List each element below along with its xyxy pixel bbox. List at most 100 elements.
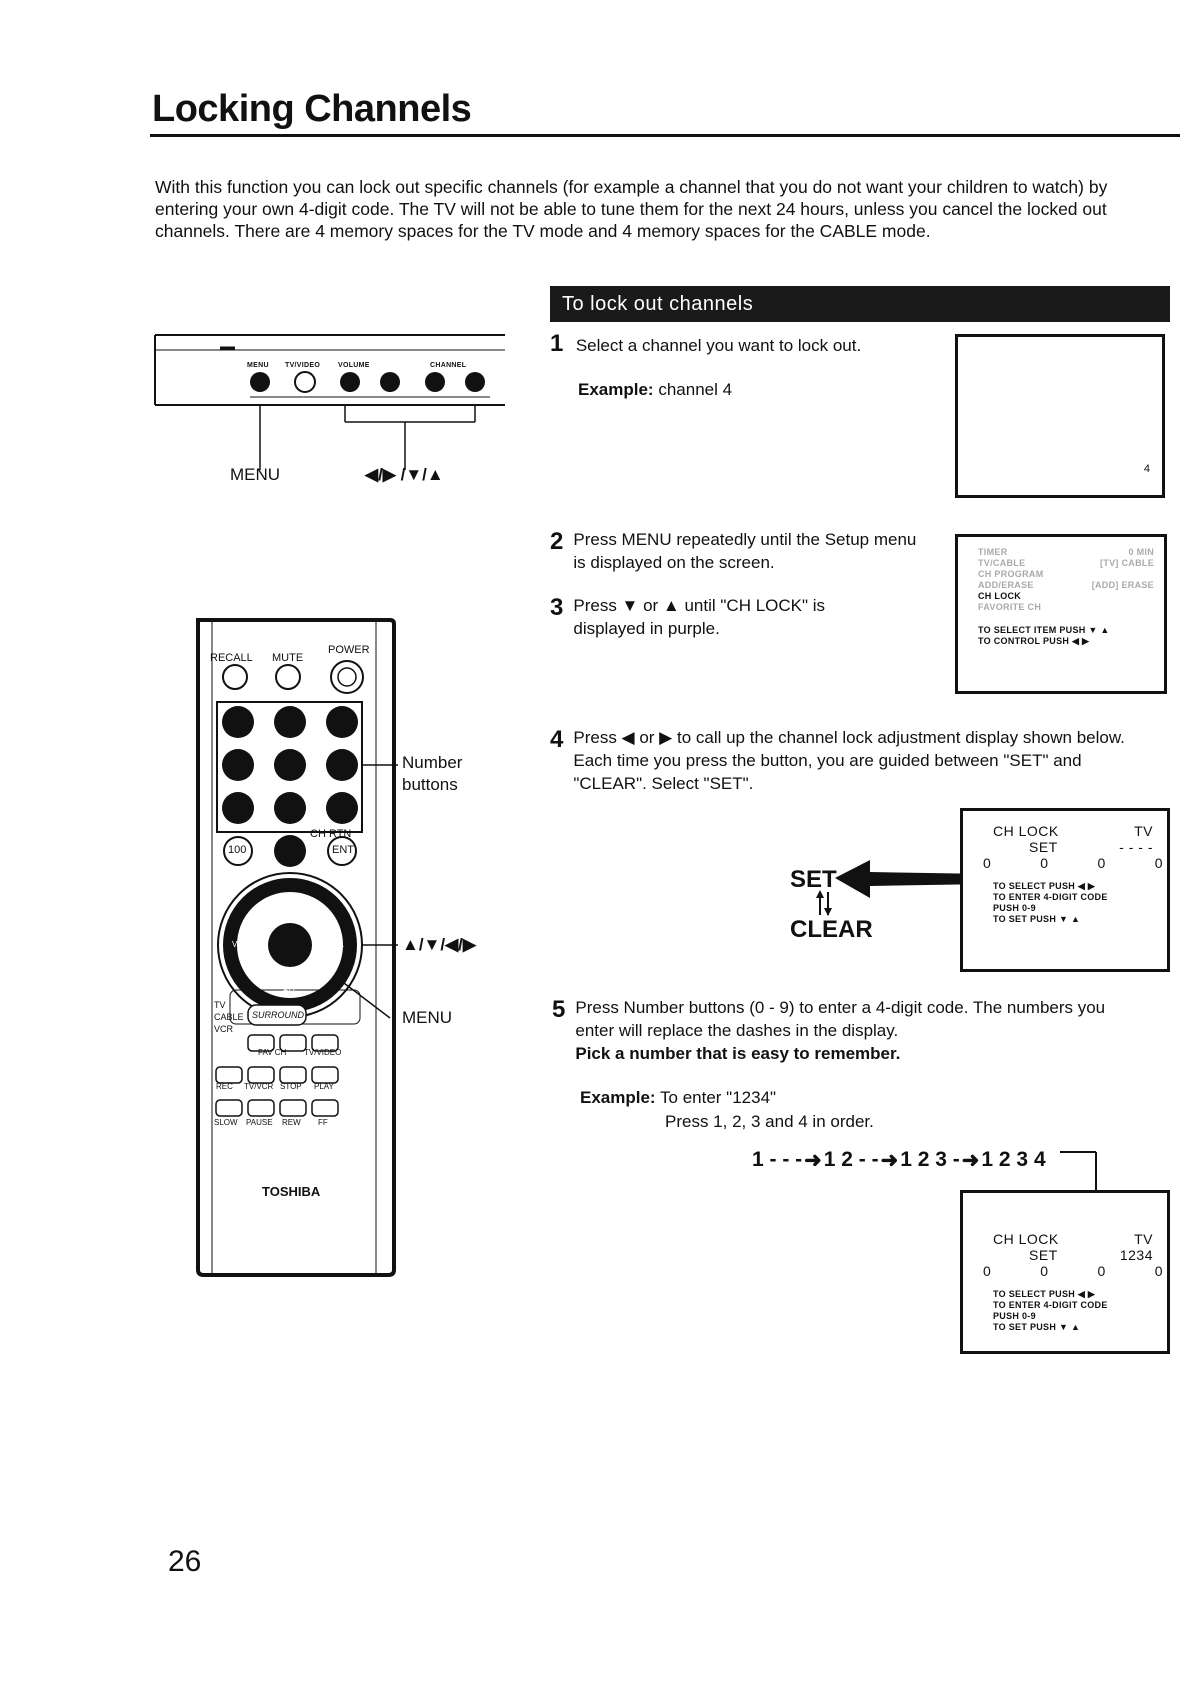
set-clear-graphic: SET CLEAR [790,860,1020,960]
remote-drawing [196,618,398,1277]
sequence-arrow-icon: ➜ [961,1148,980,1172]
lock-footer-3: PUSH 0-9 [993,903,1036,913]
step-2-number: 2 [550,528,564,555]
tv-screen-code-entered: CH LOCK TV SET 1234 0 0 0 0 TO SELECT PU… [960,1190,1170,1354]
remote-label-recall: RECALL [210,652,253,664]
panel-callout-arrows: ◀/▶ /▼/▲ [365,465,444,484]
entered-screen-title: CH LOCK [993,1231,1059,1247]
setup-row-adderase: ADD/ERASE [978,580,1034,590]
entered-footer-3: PUSH 0-9 [993,1311,1036,1321]
remote-mode-tv: TV [214,1000,226,1010]
lock-screen-mode: TV [1134,823,1153,839]
remote-label-ff: FF [318,1118,328,1127]
remote-callout-menu: MENU [402,1008,453,1027]
screen1-channel: 4 [1143,463,1150,475]
lock-digit-4: 0 [1154,855,1163,871]
entered-footer-1: TO SELECT PUSH ◀ ▶ [993,1289,1096,1299]
section-heading: To lock out channels [550,286,1170,322]
example-2-text: To enter "1234" [660,1088,777,1107]
entered-digit-2: 0 [1040,1263,1049,1279]
step-5-number: 5 [552,996,566,1023]
remote-mode-cable: CABLE [214,1012,244,1022]
set-label: SET [790,866,837,893]
setup-row-favorite: FAVORITE CH [978,602,1042,612]
remote-callout-nav: ▲/▼/◀/▶ [402,935,476,954]
panel-label-volume: VOLUME [338,362,370,369]
step-4: 4 Press ◀ or ▶ to call up the channel lo… [550,726,1150,795]
sequence-step-1: 1 - - - [752,1148,803,1171]
entered-digit-1: 0 [983,1263,992,1279]
remote-label-mute: MUTE [272,652,304,664]
tv-front-panel: MENU TV/VIDEO VOLUME CHANNEL MENU ◀/▶ /▼… [150,330,510,500]
remote-label-vol-right: VOL [328,940,345,949]
step-2-text: Press MENU repeatedly until the Setup me… [573,530,917,572]
set-arrow [816,860,990,916]
tv-screen-ch-lock-set: CH LOCK TV SET - - - - 0 0 0 0 TO SELECT… [960,808,1170,972]
intro-paragraph: With this function you can lock out spec… [155,177,1108,241]
step-5-tip: Pick a number that is easy to remember. [575,1044,901,1063]
example-2: Example: To enter "1234" [580,1086,776,1109]
remote-btn-surround: SURROUND [252,1010,305,1020]
clear-label: CLEAR [790,916,873,943]
sequence-arrow-icon: ➜ [804,1148,822,1172]
step-5-text: Press Number buttons (0 - 9) to enter a … [575,998,1106,1040]
remote-label-vol-left: VOL [232,940,249,949]
remote-callout-number: Number buttons [402,753,463,794]
step-3-number: 3 [550,594,564,621]
remote-label-rew: REW [282,1118,301,1127]
remote-label-rec: REC [216,1082,233,1091]
panel-callout-menu: MENU [230,465,281,484]
remote-label-pause: PAUSE [246,1118,273,1127]
lock-footer-2: TO ENTER 4-DIGIT CODE [993,892,1108,902]
entered-screen-mode: TV [1134,1231,1153,1247]
setup-footer-select: TO SELECT ITEM PUSH ▼ ▲ [978,625,1110,635]
lock-footer-1: TO SELECT PUSH ◀ ▶ [993,881,1096,891]
remote-btn-ent: ENT [332,844,354,856]
lock-digit-3: 0 [1097,855,1106,871]
setup-footer-control: TO CONTROL PUSH ◀ ▶ [978,636,1090,646]
panel-label-channel: CHANNEL [430,362,467,369]
code-sequence: 1 - - - ➜ 1 2 - - ➜ 1 2 3 - ➜ 1 2 3 4 [752,1140,1142,1180]
remote-label-ch-top: CH [282,895,295,905]
sequence-step-4: 1 2 3 4 [981,1148,1046,1171]
entered-footer-2: TO ENTER 4-DIGIT CODE [993,1300,1108,1310]
step-4-number: 4 [550,726,564,753]
step-1-number: 1 [550,330,564,357]
panel-label-tvvideo: TV/VIDEO [285,362,321,369]
step-1: 1 Select a channel you want to lock out. [550,330,940,358]
setup-row-tvcable-value: [TV] CABLE [1100,558,1154,568]
step-2: 2 Press MENU repeatedly until the Setup … [550,528,930,574]
step-5: 5 Press Number buttons (0 - 9) to enter … [552,996,1152,1065]
lock-digit-1: 0 [983,855,992,871]
lock-screen-code: - - - - [1119,839,1153,855]
remote-mode-vcr: VCR [214,1024,234,1034]
lock-screen-title: CH LOCK [993,823,1059,839]
lock-screen-set: SET [1029,839,1058,855]
entered-screen-code: 1234 [1119,1247,1153,1263]
remote-label-tvvcr: TV/VCR [244,1082,274,1091]
entered-digit-3: 0 [1097,1263,1106,1279]
step-1-text: Select a channel you want to lock out. [575,336,862,355]
step-3: 3 Press ▼ or ▲ until "CH LOCK" is displa… [550,594,880,640]
lock-footer-4: TO SET PUSH ▼ ▲ [993,914,1081,924]
sequence-step-2: 1 2 - - [823,1148,879,1171]
example-2-label: Example: [580,1088,656,1107]
entered-digit-4: 0 [1154,1263,1163,1279]
remote-label-stop: STOP [280,1082,302,1091]
sequence-step-3: 1 2 3 - [900,1148,960,1171]
example-2-instruction: Press 1, 2, 3 and 4 in order. [665,1112,874,1131]
panel-label-menu: MENU [247,362,269,369]
remote-control: RECALL MUTE POWER CH RTN 100 ENT CH CH V… [180,610,510,1290]
tv-panel-drawing [154,334,505,470]
step-3-text: Press ▼ or ▲ until "CH LOCK" is displaye… [573,596,826,638]
entered-screen-set: SET [1029,1247,1058,1263]
remote-label-tvvideo: TV/VIDEO [304,1048,342,1057]
remote-label-favch: FAV CH [258,1048,287,1057]
tv-screen-channel: 4 [955,334,1165,498]
setup-row-adderase-value: [ADD] ERASE [1091,580,1154,590]
page-number: 26 [168,1545,202,1578]
remote-label-slow: SLOW [214,1118,238,1127]
remote-btn-100: 100 [228,844,247,856]
example-1-label: Example: [578,380,654,399]
